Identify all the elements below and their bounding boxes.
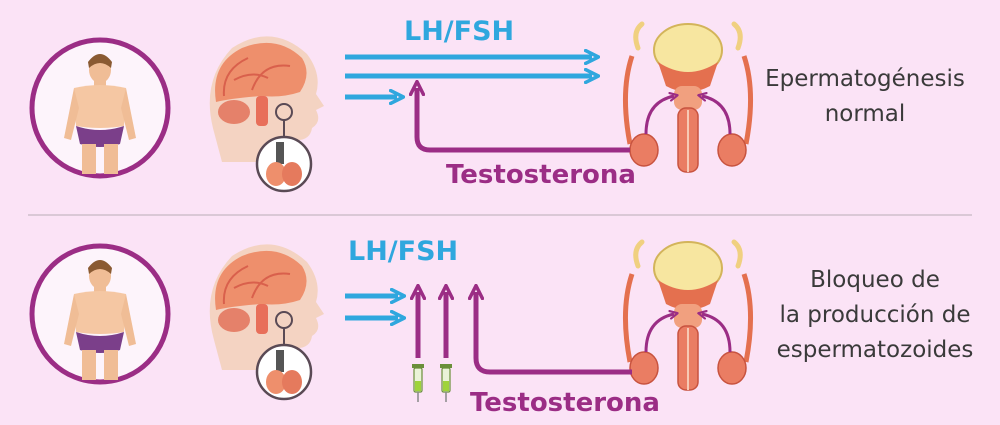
syringe-icon: [411, 363, 425, 403]
outcome-line: espermatozoides: [776, 337, 974, 363]
muscular-man-figure-icon: [32, 246, 168, 382]
male-reproductive-system-icon: [625, 24, 750, 172]
outcome-line: normal: [824, 101, 906, 127]
testosterone-injection-arrows: [418, 292, 446, 358]
outcome-line: Bloqueo de: [810, 267, 940, 293]
outcome-caption: Epermatogénesis normal: [760, 62, 970, 132]
testosterone-label: Testosterona: [470, 388, 660, 418]
outcome-line: la producción de: [779, 302, 971, 328]
lh-fsh-arrows: [345, 57, 592, 97]
outcome-caption: Bloqueo de la producción de espermatozoi…: [765, 263, 985, 368]
man-figure-icon: [32, 40, 168, 176]
lh-fsh-label: LH/FSH: [348, 236, 459, 267]
testosterone-feedback-arrow: [417, 88, 630, 153]
outcome-line: Epermatogénesis: [765, 66, 965, 92]
lh-fsh-label: LH/FSH: [404, 16, 515, 47]
brain-head-icon: [208, 35, 326, 193]
testosterone-label: Testosterona: [446, 160, 636, 190]
brain-head-icon: [208, 243, 326, 401]
testosterone-feedback-arrow: [476, 292, 632, 375]
lh-fsh-arrows: [345, 296, 398, 318]
male-reproductive-system-icon: [625, 242, 750, 390]
syringe-icon: [439, 363, 453, 403]
